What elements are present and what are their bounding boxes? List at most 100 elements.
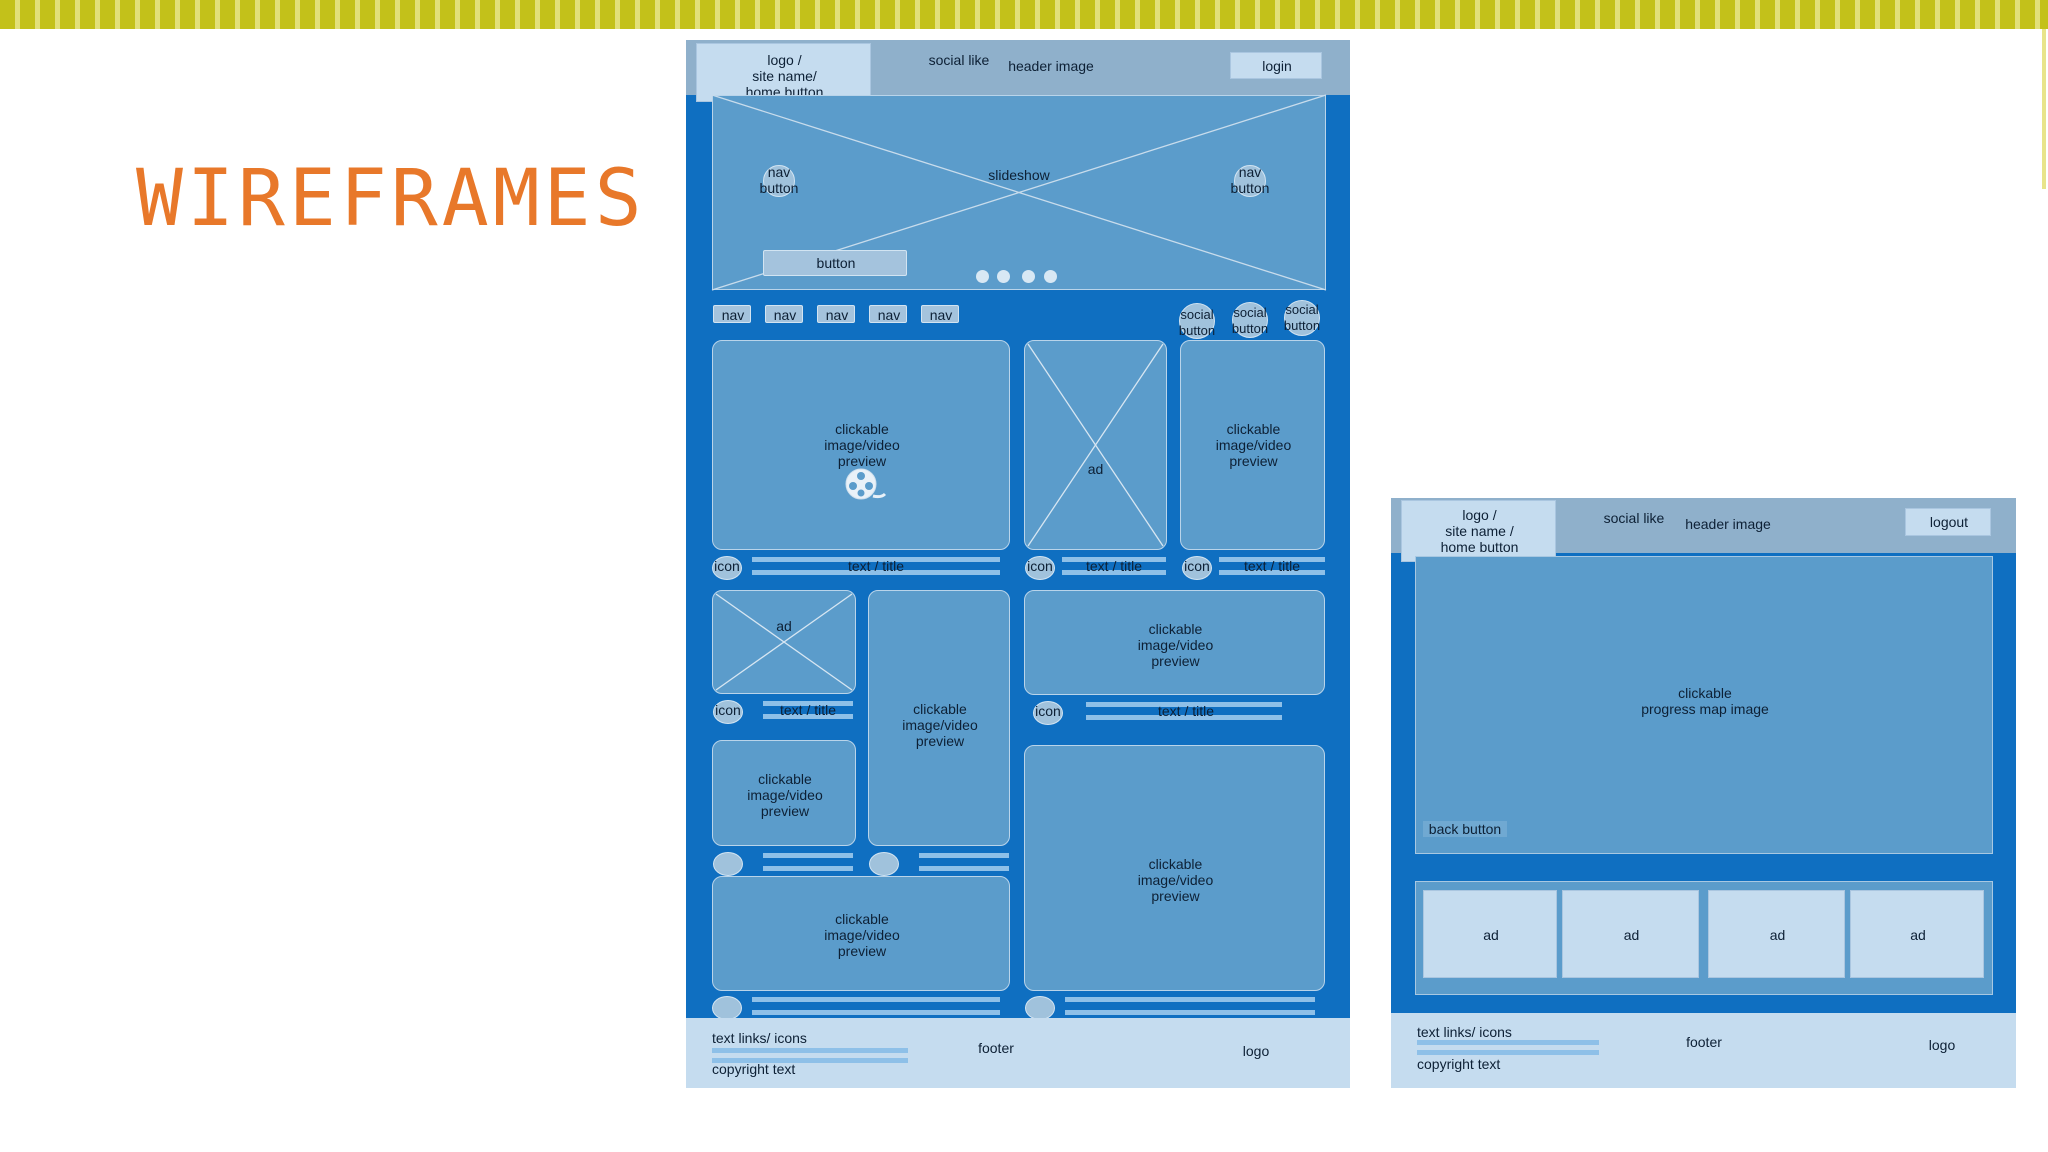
footer-logo[interactable]: logo [1242, 1043, 1270, 1059]
caption-bar [1219, 557, 1325, 562]
progress-map-image[interactable]: clickable progress map image [1415, 556, 1993, 854]
caption-icon [713, 852, 743, 876]
nav-item-label: nav [773, 307, 797, 323]
ad-slot-label: ad [1910, 927, 1926, 943]
ad-label: ad [1087, 461, 1104, 477]
second-footer-bar [1417, 1040, 1599, 1045]
back-button[interactable]: back button [1423, 818, 1507, 842]
caption-icon [712, 996, 742, 1020]
decorative-top-stripe [0, 0, 2048, 29]
ad-slot-2[interactable]: ad [1562, 890, 1699, 978]
caption-icon [1025, 996, 1055, 1020]
slideshow-dot-1[interactable] [976, 270, 989, 283]
ad-slot-label: ad [1769, 927, 1786, 943]
progress-map-label: clickable progress map image [1641, 685, 1769, 717]
nav-item-label: nav [877, 307, 901, 323]
preview-card-wide[interactable]: clickable image/video preview [1024, 590, 1325, 695]
ad-label: ad [776, 618, 792, 634]
slide-title: WIREFRAMES [136, 154, 646, 244]
second-footer-logo[interactable]: logo [1928, 1037, 1956, 1053]
preview-card-label: clickable image/video preview [824, 421, 900, 469]
caption-bar [763, 853, 853, 858]
desktop-logo-box[interactable]: logo / site name/ home button [696, 43, 871, 102]
slideshow-nav-right[interactable] [1234, 165, 1266, 197]
caption-icon-label: icon [1184, 558, 1210, 574]
nav-item-label: nav [825, 307, 849, 323]
ad-slot-label: ad [1483, 927, 1499, 943]
caption-text-title[interactable]: text / title [847, 558, 905, 574]
nav-item-label: nav [721, 307, 745, 323]
preview-card-tall[interactable]: clickable image/video preview [868, 590, 1010, 846]
preview-card-big-right[interactable]: clickable image/video preview [1024, 745, 1325, 991]
footer-label: footer [978, 1040, 1014, 1056]
caption-bar [752, 557, 1000, 562]
footer-text-links[interactable]: text links/ icons [712, 1030, 807, 1046]
desktop-wireframe: logo / site name/ home button social lik… [686, 40, 1350, 1088]
desktop-footer [686, 1018, 1350, 1088]
logout-button[interactable]: logout [1905, 508, 1991, 536]
desktop-login-button[interactable]: login [1230, 52, 1322, 79]
caption-icon-label: icon [1035, 703, 1061, 719]
slideshow-nav-left[interactable] [763, 165, 795, 197]
nav-item-4[interactable]: nav [869, 305, 907, 323]
slideshow-button[interactable]: button [763, 250, 907, 276]
preview-card-label: clickable image/video preview [1215, 421, 1292, 469]
slideshow-nav-right-label: nav button [1230, 164, 1270, 196]
social-button-3-label: social button [1283, 302, 1321, 333]
caption-bar [919, 866, 1009, 871]
preview-card-right[interactable]: clickable image/video preview [1180, 340, 1325, 550]
social-button-2[interactable] [1232, 302, 1268, 338]
preview-card-large[interactable]: clickable image/video preview [712, 340, 1010, 550]
caption-icon [1033, 701, 1063, 725]
nav-item-5[interactable]: nav [921, 305, 959, 323]
caption-icon [1025, 556, 1055, 580]
second-social-like[interactable]: social like [1603, 510, 1665, 526]
nav-item-2[interactable]: nav [765, 305, 803, 323]
second-logo-box[interactable]: logo / site name / home button [1401, 500, 1556, 562]
caption-text-title[interactable]: text / title [1085, 558, 1143, 574]
slideshow-dot-3[interactable] [1022, 270, 1035, 283]
nav-item-3[interactable]: nav [817, 305, 855, 323]
caption-bar [1062, 570, 1166, 575]
caption-bar [752, 1010, 1000, 1015]
preview-card-label: clickable image/video preview [824, 911, 900, 959]
ad-placeholder-cross [715, 593, 853, 691]
nav-item-label: nav [929, 307, 953, 323]
caption-bar [1219, 570, 1325, 575]
logout-label: logout [1929, 514, 1969, 530]
slideshow-dot-4[interactable] [1044, 270, 1057, 283]
second-footer-links[interactable]: text links/ icons [1417, 1024, 1512, 1040]
caption-text-title[interactable]: text / title [779, 702, 837, 718]
caption-icon [712, 556, 742, 580]
back-button-label: back button [1423, 821, 1507, 837]
slideshow-button-label: button [816, 255, 856, 271]
caption-text-title[interactable]: text / title [1243, 558, 1301, 574]
ad-slot-3[interactable]: ad [1708, 890, 1845, 978]
caption-bar [1065, 997, 1315, 1002]
footer-copyright: copyright text [712, 1061, 796, 1077]
footer-bar [712, 1058, 908, 1063]
secondary-wireframe: logo / site name / home button social li… [1391, 498, 2016, 1088]
slideshow-dot-2[interactable] [997, 270, 1010, 283]
caption-bar [763, 714, 853, 719]
desktop-social-like[interactable]: social like [928, 52, 990, 68]
caption-text-title[interactable]: text / title [1157, 703, 1215, 719]
caption-icon-label: icon [715, 702, 741, 718]
ad-slot-4[interactable]: ad [1850, 890, 1984, 978]
social-button-1[interactable] [1179, 303, 1215, 339]
caption-icon-label: icon [714, 558, 740, 574]
nav-item-1[interactable]: nav [713, 305, 751, 323]
social-button-3[interactable] [1284, 300, 1320, 336]
preview-card-label: clickable image/video preview [902, 701, 978, 749]
caption-bar [1065, 1010, 1315, 1015]
desktop-logo-label: logo / site name/ home button [745, 52, 824, 100]
caption-bar [763, 701, 853, 706]
preview-card-small[interactable]: clickable image/video preview [712, 740, 856, 846]
preview-card-bottom-left[interactable]: clickable image/video preview [712, 876, 1010, 991]
caption-bar [763, 866, 853, 871]
ad-slot-1[interactable]: ad [1423, 890, 1557, 978]
caption-icon [713, 700, 743, 724]
caption-bar [919, 853, 1009, 858]
second-footer-bar [1417, 1050, 1599, 1055]
caption-icon [869, 852, 899, 876]
